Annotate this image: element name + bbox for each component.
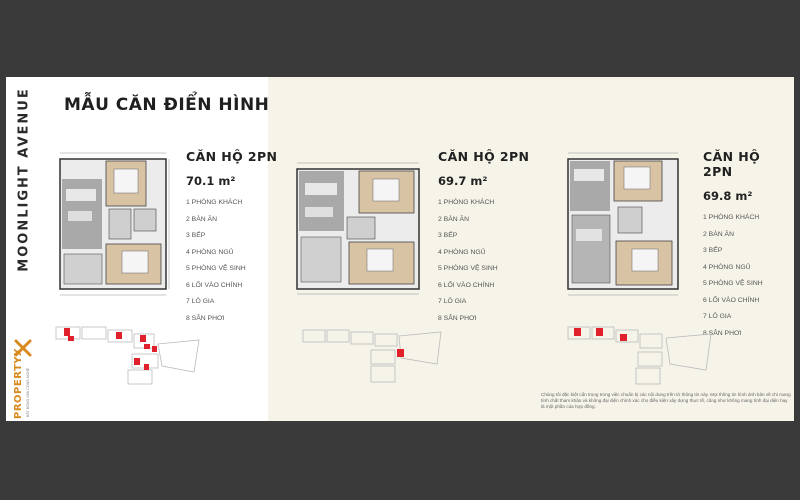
legend-item: 3 BẾP	[438, 232, 458, 239]
legend-item: 4 PHÒNG NGỦ	[703, 263, 751, 271]
site-key-plan-2	[301, 322, 451, 397]
unit-info-2: CĂN HỘ 2PN 69.7 m² 1 PHÒNG KHÁCH 2 BÀN Ă…	[438, 149, 529, 327]
legend-item: 2 BÀN ĂN	[703, 230, 734, 238]
legend-item: 1 PHÒNG KHÁCH	[438, 199, 495, 206]
unit-area: 69.8 m²	[703, 189, 753, 203]
brochure-sheet: MOONLIGHT AVENUE MẪU CĂN ĐIỂN HÌNH	[6, 77, 794, 421]
unit-area: 70.1 m²	[186, 174, 236, 188]
legend-item: 8 SÂN PHƠI	[438, 314, 477, 322]
page-title: MẪU CĂN ĐIỂN HÌNH	[64, 95, 270, 115]
legend-item: 6 LỐI VÀO CHÍNH	[703, 296, 760, 304]
room-legend: 1 PHÒNG KHÁCH 2 BÀN ĂN 3 BẾP 4 PHÒNG NGỦ…	[703, 210, 794, 342]
legend-item: 7 LÔ GIA	[703, 313, 732, 320]
logo-mark-icon	[14, 339, 32, 357]
unit-type: CĂN HỘ 2PN	[186, 149, 278, 164]
logo-text: PROPERTYX	[13, 347, 24, 419]
room-legend: 1 PHÒNG KHÁCH 2 BÀN ĂN 3 BẾP 4 PHÒNG NGỦ…	[438, 195, 529, 327]
disclaimer-text: Chúng tôi đặc biệt cẩn trọng trong việc …	[541, 392, 791, 409]
legend-item: 7 LÔ GIA	[186, 298, 215, 305]
legend-item: 4 PHÒNG NGỦ	[186, 248, 234, 256]
room-legend: 1 PHÒNG KHÁCH 2 BÀN ĂN 3 BẾP 4 PHÒNG NGỦ…	[186, 195, 277, 327]
unit-area: 69.7 m²	[438, 174, 488, 188]
floor-plan-unit-1	[54, 149, 174, 299]
legend-item: 5 PHÒNG VỆ SINH	[186, 265, 246, 272]
site-key-plan-3	[566, 322, 716, 397]
logo-tagline: BẤT ĐỘNG SẢN CÔNG NGHỆ	[26, 368, 30, 417]
legend-item: 4 PHÒNG NGỦ	[438, 248, 486, 256]
legend-item: 6 LỐI VÀO CHÍNH	[186, 281, 243, 289]
legend-item: 8 SÂN PHƠI	[186, 314, 225, 322]
legend-item: 5 PHÒNG VỆ SINH	[703, 280, 763, 287]
unit-type: CĂN HỘ 2PN	[703, 149, 761, 179]
legend-item: 2 BÀN ĂN	[186, 215, 217, 223]
project-name: MOONLIGHT AVENUE	[16, 86, 32, 272]
legend-item: 3 BẾP	[703, 247, 723, 254]
floor-plan-unit-3	[562, 149, 687, 299]
floor-plan-unit-2	[291, 157, 426, 297]
unit-type: CĂN HỘ 2PN	[438, 149, 530, 164]
legend-item: 7 LÔ GIA	[438, 298, 467, 305]
legend-item: 6 LỐI VÀO CHÍNH	[438, 281, 495, 289]
legend-item: 2 BÀN ĂN	[438, 215, 469, 223]
project-brand-vertical: MOONLIGHT AVENUE	[12, 86, 36, 272]
legend-item: 1 PHÒNG KHÁCH	[703, 214, 760, 221]
legend-item: 5 PHÒNG VỆ SINH	[438, 265, 498, 272]
legend-item: 8 SÂN PHƠI	[703, 329, 742, 337]
unit-info-1: CĂN HỘ 2PN 70.1 m² 1 PHÒNG KHÁCH 2 BÀN Ă…	[186, 149, 277, 327]
site-key-plan-1	[54, 322, 204, 397]
propertyx-logo: PROPERTYX BẤT ĐỘNG SẢN CÔNG NGHỆ	[10, 339, 36, 419]
unit-info-3: CĂN HỘ 2PN 69.8 m² 1 PHÒNG KHÁCH 2 BÀN Ă…	[703, 149, 794, 342]
legend-item: 1 PHÒNG KHÁCH	[186, 199, 243, 206]
legend-item: 3 BẾP	[186, 232, 206, 239]
